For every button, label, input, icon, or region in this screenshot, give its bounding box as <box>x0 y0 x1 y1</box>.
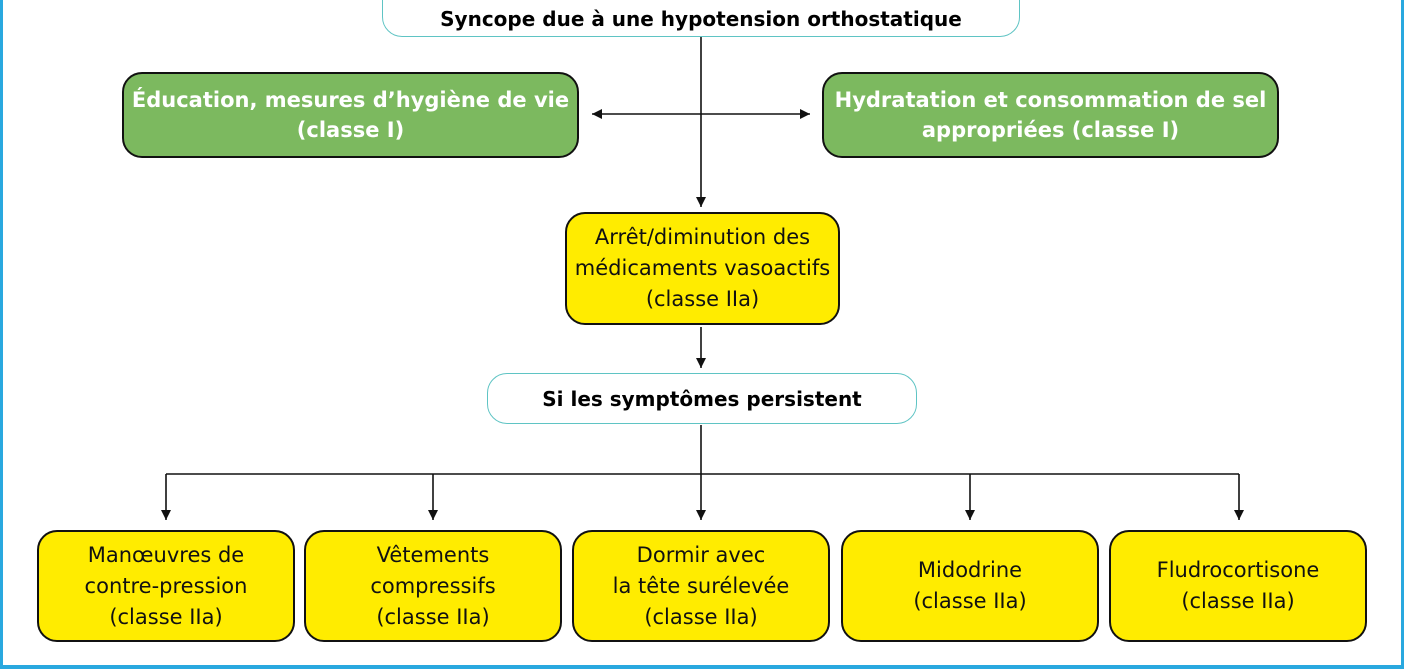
option-2-line-2: compressifs <box>370 573 496 598</box>
middle-line-1: Arrêt/diminution des <box>594 225 811 249</box>
option-3-line-2: la tête surélevée <box>612 573 790 598</box>
left-action-line-2: (classe I) <box>296 118 405 142</box>
option-box-4: Midodrine (classe IIa) <box>841 530 1099 642</box>
option-3-line-3: (classe IIa) <box>644 604 758 629</box>
right-action-box: Hydratation et consommation de sel appro… <box>822 72 1279 158</box>
option-1-line-1: Manœuvres de <box>87 542 245 567</box>
middle-box: Arrêt/diminution des médicaments vasoact… <box>565 212 840 325</box>
option-box-3: Dormir avec la tête surélevée (classe II… <box>572 530 830 642</box>
middle-line-2: médicaments vasoactifs <box>574 256 831 280</box>
option-box-1: Manœuvres de contre-pression (classe IIa… <box>37 530 295 642</box>
top-box: Syncope due à une hypotension orthostati… <box>382 0 1020 37</box>
option-3-line-1: Dormir avec <box>636 542 766 567</box>
right-action-line-1: Hydratation et consommation de sel <box>834 88 1267 112</box>
option-box-2: Vêtements compressifs (classe IIa) <box>304 530 562 642</box>
option-4-line-1: Midodrine <box>917 558 1023 582</box>
right-action-line-2: appropriées (classe I) <box>921 118 1180 142</box>
option-box-5: Fludrocortisone (classe IIa) <box>1109 530 1367 642</box>
top-box-text: Syncope due à une hypotension orthostati… <box>440 6 962 31</box>
condition-box: Si les symptômes persistent <box>487 373 917 424</box>
option-2-line-3: (classe IIa) <box>376 604 490 629</box>
middle-line-3: (classe IIa) <box>645 287 760 311</box>
left-action-box: Éducation, mesures d’hygiène de vie (cla… <box>122 72 579 158</box>
option-1-line-2: contre-pression <box>84 573 248 598</box>
left-action-line-1: Éducation, mesures d’hygiène de vie <box>131 88 570 112</box>
condition-text: Si les symptômes persistent <box>542 386 862 411</box>
option-5-line-2: (classe IIa) <box>1181 589 1295 613</box>
option-5-line-1: Fludrocortisone <box>1156 558 1320 582</box>
option-1-line-3: (classe IIa) <box>109 604 223 629</box>
option-2-line-1: Vêtements <box>376 542 490 567</box>
option-4-line-2: (classe IIa) <box>913 589 1027 613</box>
